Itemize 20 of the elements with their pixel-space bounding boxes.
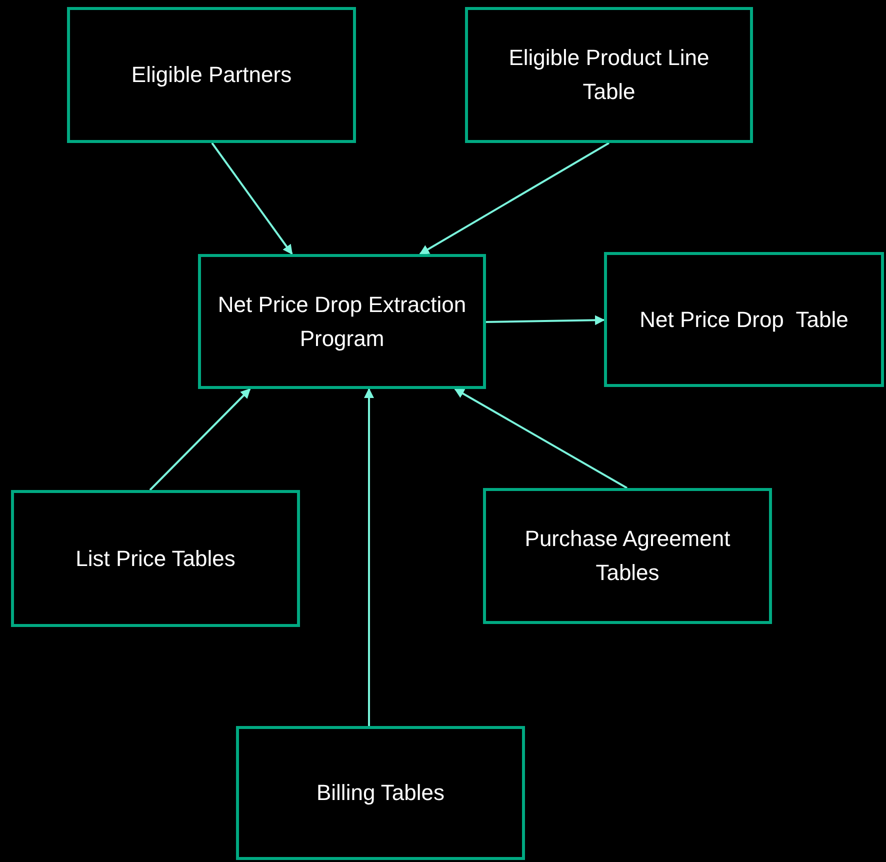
arrow [419,142,610,255]
process-box [67,7,356,143]
arrow [364,388,374,726]
process-box [604,252,884,387]
box-label: List Price Tables [76,544,236,572]
arrow [149,388,251,491]
box-label: Billing Tables [316,779,444,807]
process-box [198,254,486,389]
box-label: Net Price Drop Extraction Program [217,290,467,353]
process-box [465,7,753,143]
arrow [211,142,293,255]
process-box [483,488,772,624]
box-label: Net Price Drop Table [640,306,848,334]
box-label: Eligible Partners [131,61,292,89]
arrow [454,388,628,489]
process-box [236,726,525,860]
arrow [486,315,605,326]
box-label: Purchase Agreement Tables [524,525,732,587]
box-label: Eligible Product Line Table [508,44,710,106]
process-box [11,490,300,627]
